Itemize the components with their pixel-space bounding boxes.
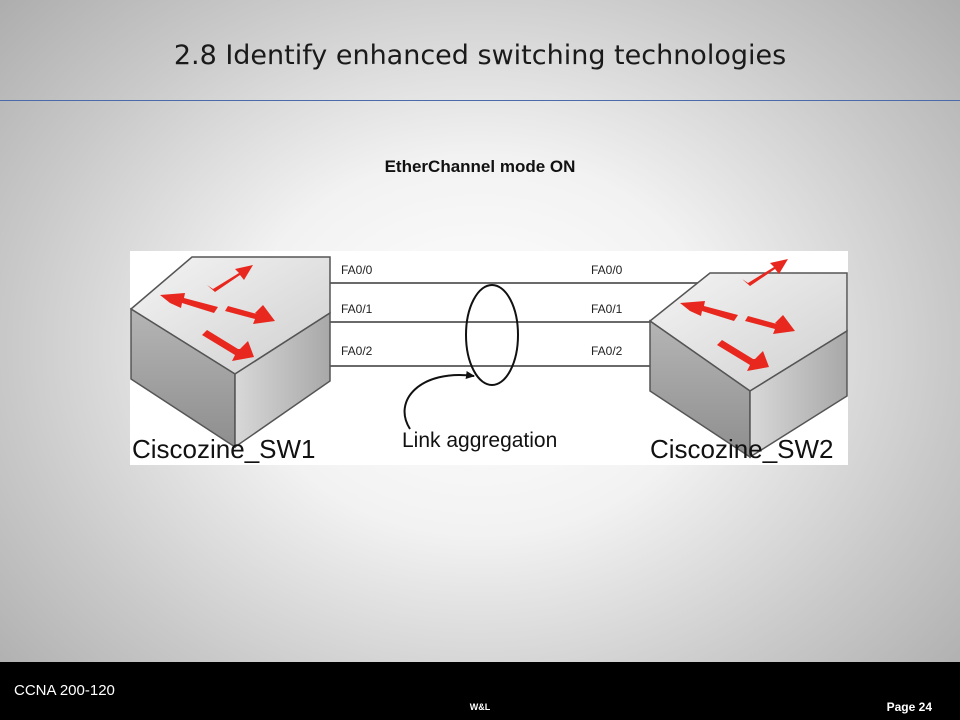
page-number: Page 24 (886, 700, 932, 714)
slide-title: 2.8 Identify enhanced switching technolo… (173, 40, 787, 71)
aggregation-label: Link aggregation (402, 429, 557, 452)
footer-center-label: W&L (469, 702, 491, 712)
course-label: CCNA 200-120 (14, 682, 115, 699)
slide-subtitle: EtherChannel mode ON (384, 157, 576, 176)
left-port-label-0: FA0/0 (341, 263, 373, 277)
right-switch-icon (648, 259, 848, 459)
title-divider (0, 100, 960, 101)
left-switch-icon (130, 256, 331, 449)
etherchannel-diagram: FA0/0 FA0/1 FA0/2 FA0/0 FA0/1 FA0/2 Link… (130, 251, 848, 465)
left-port-label-1: FA0/1 (341, 302, 373, 316)
right-switch-name: Ciscozine_SW2 (650, 434, 834, 464)
footer-bar: CCNA 200-120 W&L Page 24 (0, 662, 960, 720)
aggregation-pointer-arrow (403, 371, 475, 430)
aggregation-ellipse (465, 284, 519, 386)
left-switch-name: Ciscozine_SW1 (132, 434, 316, 464)
right-port-label-0: FA0/0 (591, 263, 623, 277)
right-port-label-2: FA0/2 (591, 344, 623, 358)
left-port-label-2: FA0/2 (341, 344, 373, 358)
right-port-label-1: FA0/1 (591, 302, 623, 316)
